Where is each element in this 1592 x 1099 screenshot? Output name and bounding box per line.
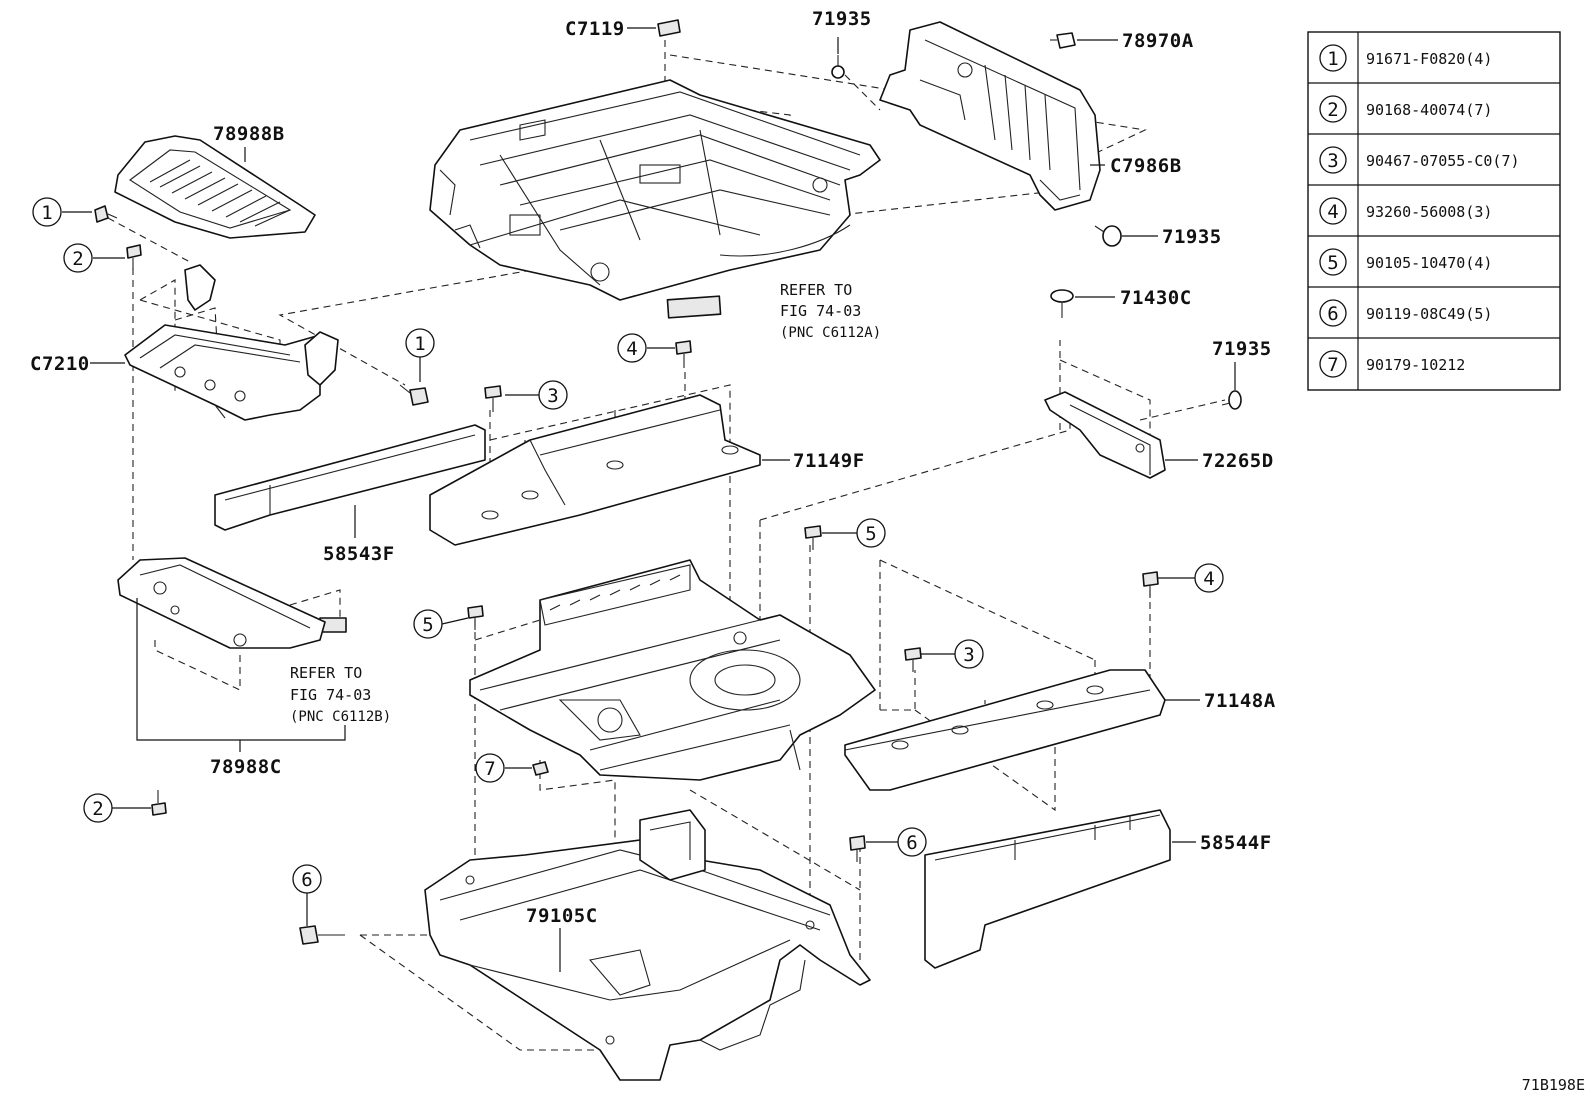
svg-text:4: 4: [626, 338, 637, 360]
marker-4-center: 4: [617, 333, 647, 363]
table-row-num: 5: [1327, 252, 1338, 274]
table-row: 7 90179-10212: [1319, 350, 1465, 378]
table-row-part: 90467-07055-C0(7): [1366, 152, 1520, 170]
ref-b-line1: REFER TO: [290, 664, 362, 682]
callout-71935-right: 71935: [1162, 226, 1222, 248]
marker-4-right: 4: [1194, 563, 1224, 593]
table-row-num: 4: [1327, 201, 1338, 223]
ref-b-line3: (PNC C6112B): [290, 709, 391, 725]
table-row-part: 93260-56008(3): [1366, 203, 1492, 221]
table-row: 5 90105-10470(4): [1319, 248, 1492, 276]
ref-a-line3: (PNC C6112A): [780, 325, 881, 341]
table-row-num: 3: [1327, 150, 1338, 172]
svg-text:3: 3: [547, 385, 558, 407]
svg-text:3: 3: [963, 644, 974, 666]
svg-text:1: 1: [41, 202, 52, 224]
figure-code: 71B198E: [1522, 1076, 1585, 1094]
ref-b-line2: FIG 74-03: [290, 686, 371, 704]
part-58544F: [924, 809, 1171, 969]
callout-71149F: 71149F: [793, 450, 865, 472]
table-row-num: 1: [1327, 48, 1338, 70]
marker-5-right: 5: [856, 518, 886, 548]
svg-text:7: 7: [484, 758, 495, 780]
table-row-part: 90119-08C49(5): [1366, 305, 1492, 323]
callout-78988B: 78988B: [213, 123, 285, 145]
marker-5-left: 5: [413, 609, 443, 639]
table-row: 3 90467-07055-C0(7): [1319, 146, 1520, 174]
marker-1-topleft: 1: [32, 197, 62, 227]
table-row-num: 2: [1327, 99, 1338, 121]
callout-78970A: 78970A: [1122, 30, 1194, 52]
part-71148A: [844, 669, 1166, 791]
ref-a-line2: FIG 74-03: [780, 302, 861, 320]
svg-text:6: 6: [906, 832, 917, 854]
marker-3-right: 3: [954, 639, 984, 669]
callout-C7986B: C7986B: [1110, 155, 1182, 177]
callout-71148A: 71148A: [1204, 690, 1276, 712]
leader-lines: [62, 27, 1236, 972]
table-row: 1 91671-F0820(4): [1319, 44, 1492, 72]
marker-2-bottom: 2: [83, 793, 113, 823]
callout-78988C: 78988C: [210, 756, 282, 778]
seat-frame-upper: [429, 79, 881, 301]
table-row: 2 90168-40074(7): [1319, 95, 1492, 123]
part-72265D: [1044, 391, 1166, 479]
callout-C7119: C7119: [565, 18, 625, 40]
marker-2-topleft: 2: [63, 243, 93, 273]
callout-58544F: 58544F: [1200, 832, 1272, 854]
table-row-part: 90105-10470(4): [1366, 254, 1492, 272]
svg-text:5: 5: [422, 614, 433, 636]
marker-1-center: 1: [405, 328, 435, 358]
fastener-parts-table: 1 91671-F0820(4) 2 90168-40074(7) 3 9046…: [1307, 31, 1561, 391]
marker-7: 7: [475, 753, 505, 783]
ref-a-line1: REFER TO: [780, 281, 852, 299]
reference-note-b: REFER TO FIG 74-03 (PNC C6112B): [290, 664, 391, 725]
part-callouts: C7119 71935 78970A 78988B C7986B 71935 7…: [30, 8, 1276, 927]
callout-71935-lower: 71935: [1212, 338, 1272, 360]
callout-C7210: C7210: [30, 353, 90, 375]
callout-58543F: 58543F: [323, 543, 395, 565]
table-row-num: 6: [1327, 303, 1338, 325]
part-71149F: [429, 394, 761, 546]
marker-6-right: 6: [897, 827, 927, 857]
part-78988C: [117, 557, 326, 649]
table-row-part: 90179-10212: [1366, 356, 1465, 374]
marker-3-center: 3: [538, 380, 568, 410]
table-row: 4 93260-56008(3): [1319, 197, 1492, 225]
svg-text:2: 2: [92, 798, 103, 820]
bolt-markers: 1 2 1 4 3 5 5 4: [32, 197, 1224, 894]
part-78988B: [114, 135, 316, 239]
reference-note-a: REFER TO FIG 74-03 (PNC C6112A): [780, 281, 881, 341]
svg-text:2: 2: [72, 248, 83, 270]
marker-6-left: 6: [292, 864, 322, 894]
fasteners: [94, 19, 1242, 945]
part-C7210: [124, 264, 339, 421]
svg-text:5: 5: [865, 523, 876, 545]
part-58543F: [214, 424, 486, 531]
label-sticker-a: [666, 295, 722, 319]
table-row-part: 90168-40074(7): [1366, 101, 1492, 119]
svg-text:6: 6: [301, 869, 312, 891]
table-row: 6 90119-08C49(5): [1319, 299, 1492, 327]
table-row-part: 91671-F0820(4): [1366, 50, 1492, 68]
part-C7986B: [879, 21, 1101, 211]
table-row-num: 7: [1327, 354, 1338, 376]
seat-track-assembly: [469, 559, 876, 781]
part-79105C: [424, 809, 871, 1081]
callout-71430C: 71430C: [1120, 287, 1192, 309]
svg-text:4: 4: [1203, 568, 1214, 590]
callout-72265D: 72265D: [1202, 450, 1274, 472]
callout-79105C: 79105C: [526, 905, 598, 927]
svg-text:1: 1: [414, 333, 425, 355]
callout-71935-top: 71935: [812, 8, 872, 30]
